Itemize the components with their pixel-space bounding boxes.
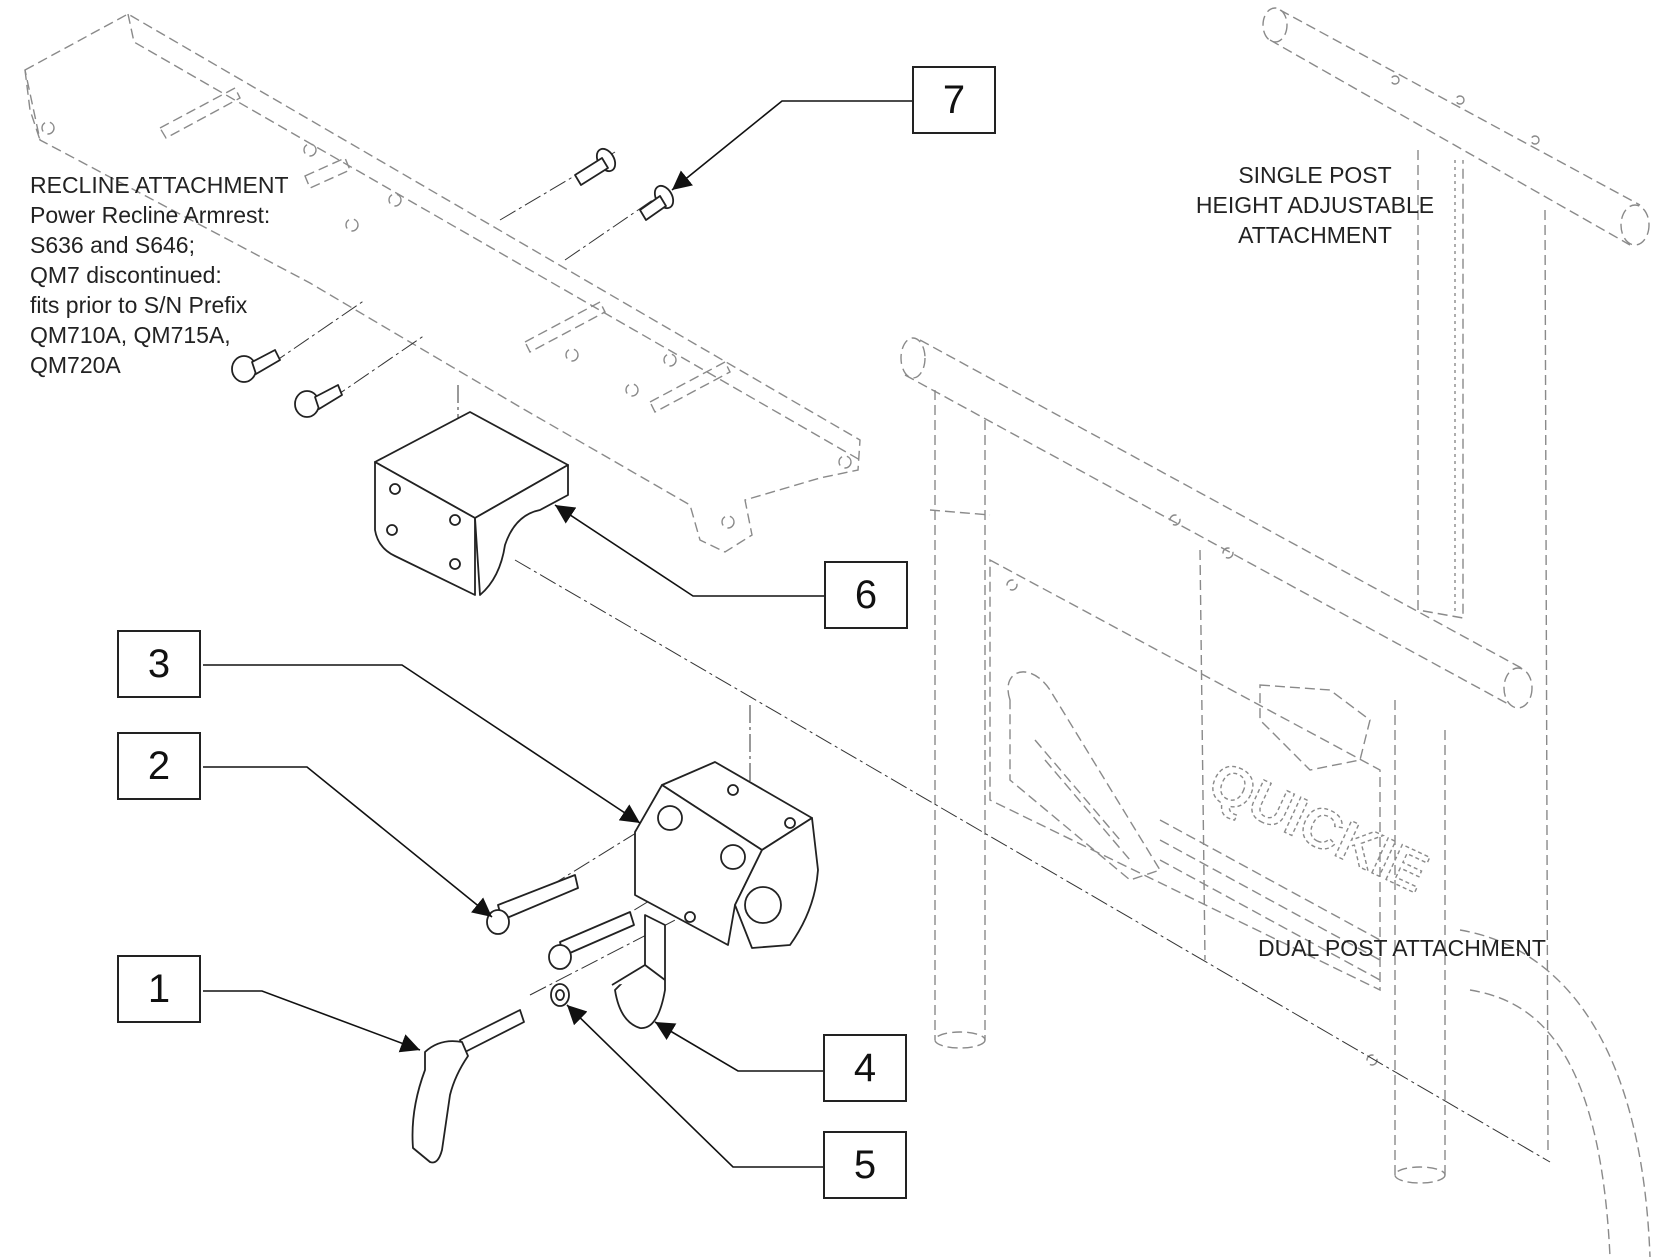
recline-attachment-note: RECLINE ATTACHMENT Power Recline Armrest… [30, 170, 289, 380]
note-line: SINGLE POST [1238, 162, 1392, 188]
note-line: QM720A [30, 352, 121, 378]
dual-post-attachment [900, 337, 1651, 1257]
dual-post-note: DUAL POST ATTACHMENT [1258, 935, 1546, 961]
note-line: QM7 discontinued: [30, 262, 222, 288]
callout-4: 4 [823, 1034, 907, 1102]
note-line: HEIGHT ADJUSTABLE [1195, 192, 1435, 218]
note-line: RECLINE ATTACHMENT [30, 172, 289, 198]
callout-2: 2 [117, 732, 201, 800]
callout-6: 6 [824, 561, 908, 629]
single-post-attachment [1262, 7, 1650, 1151]
note-line: ATTACHMENT [1238, 222, 1392, 248]
callout-3: 3 [117, 630, 201, 698]
mount-block-part-6 [374, 411, 569, 596]
cap-screw-part-2 [486, 874, 635, 970]
clip-part-4 [611, 914, 666, 1029]
recline-armrest-rail [24, 13, 861, 553]
callout-5: 5 [823, 1131, 907, 1199]
leader-lines [203, 100, 912, 1168]
single-post-note: SINGLE POST HEIGHT ADJUSTABLE ATTACHMENT [1170, 160, 1460, 250]
washer-part-5 [550, 983, 570, 1007]
note-line: S636 and S646; [30, 232, 195, 258]
screw-part-7 [231, 147, 675, 418]
callout-1: 1 [117, 955, 201, 1023]
clamp-block-part-3 [634, 761, 819, 949]
lever-handle-part-1 [411, 1009, 525, 1164]
brand-mark: QUICKIE [1200, 749, 1438, 905]
note-line: fits prior to S/N Prefix [30, 292, 248, 318]
note-line: QM710A, QM715A, [30, 322, 231, 348]
assembly-centerlines [269, 151, 1551, 1163]
callout-7: 7 [912, 66, 996, 134]
note-line: Power Recline Armrest: [30, 202, 271, 228]
